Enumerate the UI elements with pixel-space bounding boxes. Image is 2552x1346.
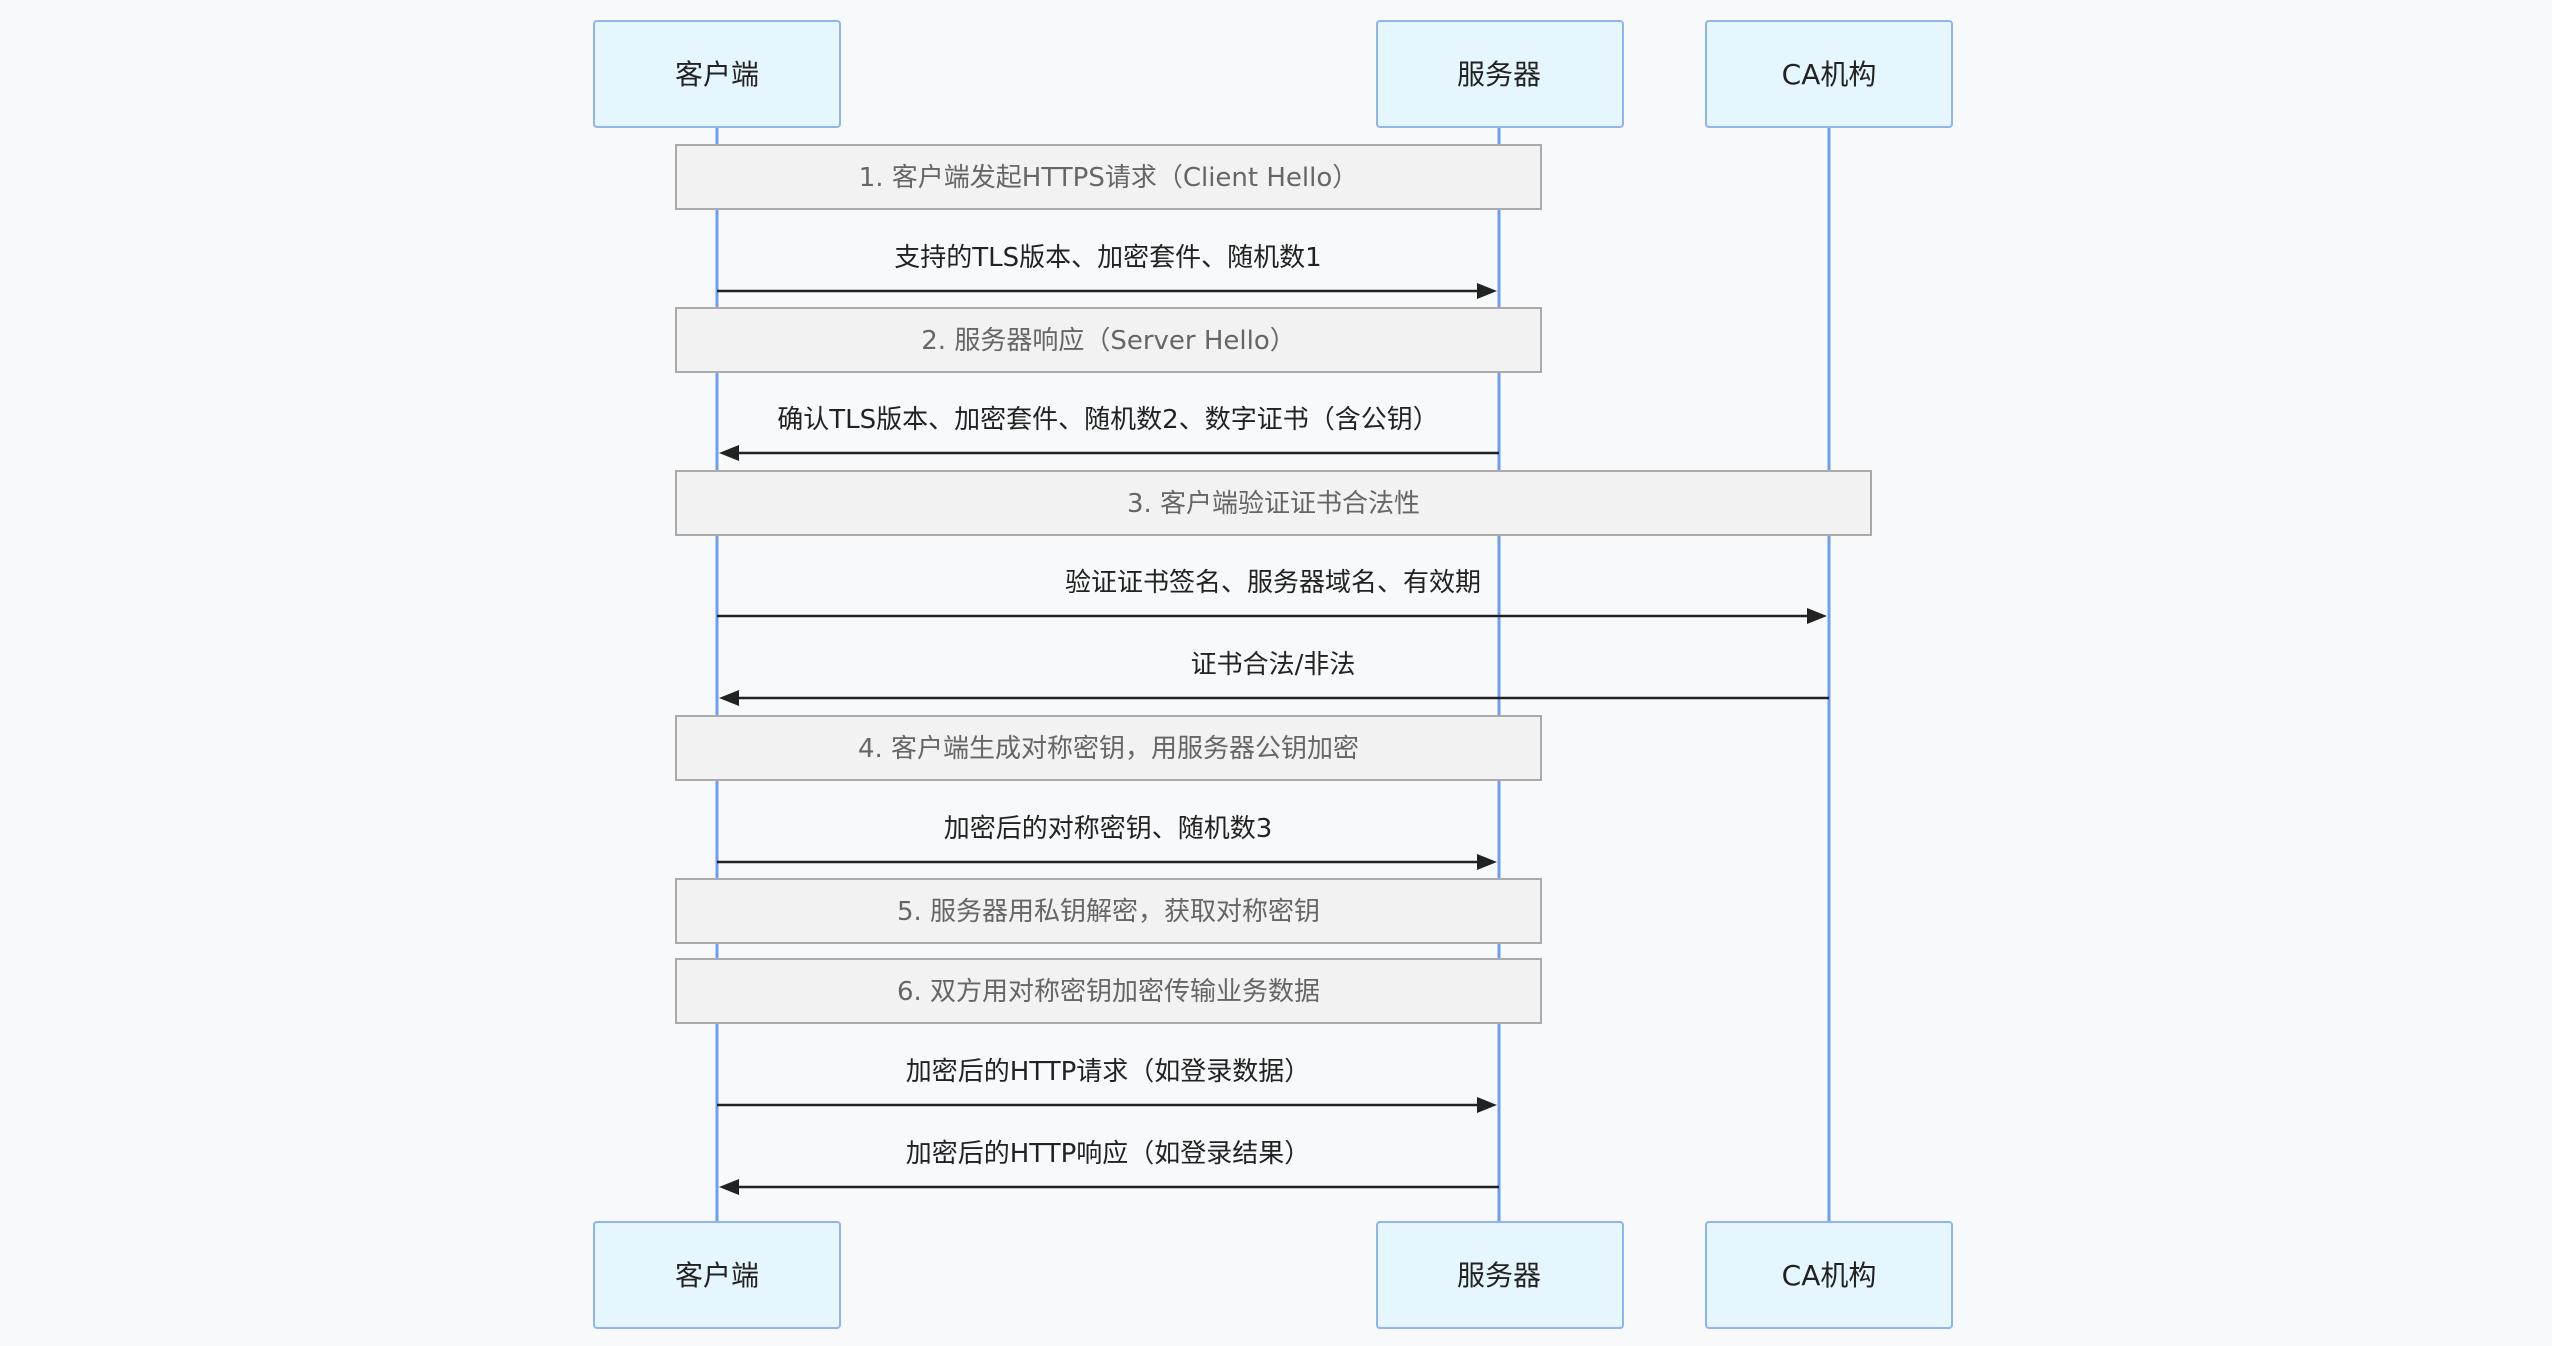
note-box <box>675 715 1542 781</box>
interaction-steps: 1. 客户端发起HTTPS请求（Client Hello） 支持的TLS版本、加密… <box>675 144 1872 1195</box>
message: 证书合法/非法 <box>719 650 1829 706</box>
arrowhead <box>1477 283 1497 299</box>
participant-client-top: 客户端 <box>593 20 841 128</box>
note-box <box>675 470 1872 536</box>
participant-label: 服务器 <box>1457 1259 1541 1292</box>
participant-label: CA机构 <box>1782 58 1877 91</box>
arrowhead <box>1477 1097 1497 1113</box>
note-text: 1. 客户端发起HTTPS请求（Client Hello） <box>859 163 1359 193</box>
note-text: 4. 客户端生成对称密钥，用服务器公钥加密 <box>858 734 1359 764</box>
participant-ca-bottom: CA机构 <box>1705 1221 1953 1329</box>
participant-box <box>1376 20 1624 128</box>
note-text: 6. 双方用对称密钥加密传输业务数据 <box>897 977 1320 1007</box>
arrowhead <box>1807 608 1827 624</box>
note-box <box>675 958 1542 1024</box>
note-box <box>675 878 1542 944</box>
arrowhead <box>719 445 739 461</box>
message: 确认TLS版本、加密套件、随机数2、数字证书（含公钥） <box>719 405 1499 461</box>
message: 加密后的对称密钥、随机数3 <box>717 814 1497 870</box>
message-label: 证书合法/非法 <box>1191 650 1356 680</box>
arrowhead <box>719 1179 739 1195</box>
message-label: 加密后的HTTP请求（如登录数据） <box>906 1057 1311 1087</box>
participant-box <box>593 20 841 128</box>
note-text: 5. 服务器用私钥解密，获取对称密钥 <box>897 897 1320 927</box>
arrowhead <box>1477 854 1497 870</box>
message-label: 确认TLS版本、加密套件、随机数2、数字证书（含公钥） <box>777 405 1438 435</box>
participant-label: 服务器 <box>1457 58 1541 91</box>
note-box <box>675 144 1542 210</box>
message-label: 支持的TLS版本、加密套件、随机数1 <box>894 243 1321 273</box>
note: 3. 客户端验证证书合法性 <box>675 470 1872 536</box>
message-label: 加密后的对称密钥、随机数3 <box>944 814 1273 844</box>
participant-box <box>1705 20 1953 128</box>
message: 加密后的HTTP请求（如登录数据） <box>717 1057 1497 1113</box>
participant-server-bottom: 服务器 <box>1376 1221 1624 1329</box>
note-text: 2. 服务器响应（Server Hello） <box>921 326 1296 356</box>
note-box <box>675 307 1542 373</box>
participant-box <box>1376 1221 1624 1329</box>
note: 6. 双方用对称密钥加密传输业务数据 <box>675 958 1542 1024</box>
message: 加密后的HTTP响应（如登录结果） <box>719 1139 1499 1195</box>
note: 4. 客户端生成对称密钥，用服务器公钥加密 <box>675 715 1542 781</box>
participant-ca-top: CA机构 <box>1705 20 1953 128</box>
note: 5. 服务器用私钥解密，获取对称密钥 <box>675 878 1542 944</box>
participant-label: 客户端 <box>675 58 759 91</box>
participant-client-bottom: 客户端 <box>593 1221 841 1329</box>
note-text: 3. 客户端验证证书合法性 <box>1127 489 1420 519</box>
participant-box <box>593 1221 841 1329</box>
note: 1. 客户端发起HTTPS请求（Client Hello） <box>675 144 1542 210</box>
message: 支持的TLS版本、加密套件、随机数1 <box>717 243 1497 299</box>
arrowhead <box>719 690 739 706</box>
message: 验证证书签名、服务器域名、有效期 <box>717 568 1827 624</box>
message-label: 验证证书签名、服务器域名、有效期 <box>1065 568 1481 598</box>
participant-label: CA机构 <box>1782 1259 1877 1292</box>
participant-server-top: 服务器 <box>1376 20 1624 128</box>
message-label: 加密后的HTTP响应（如登录结果） <box>906 1139 1311 1169</box>
participant-label: 客户端 <box>675 1259 759 1292</box>
participant-box <box>1705 1221 1953 1329</box>
note: 2. 服务器响应（Server Hello） <box>675 307 1542 373</box>
